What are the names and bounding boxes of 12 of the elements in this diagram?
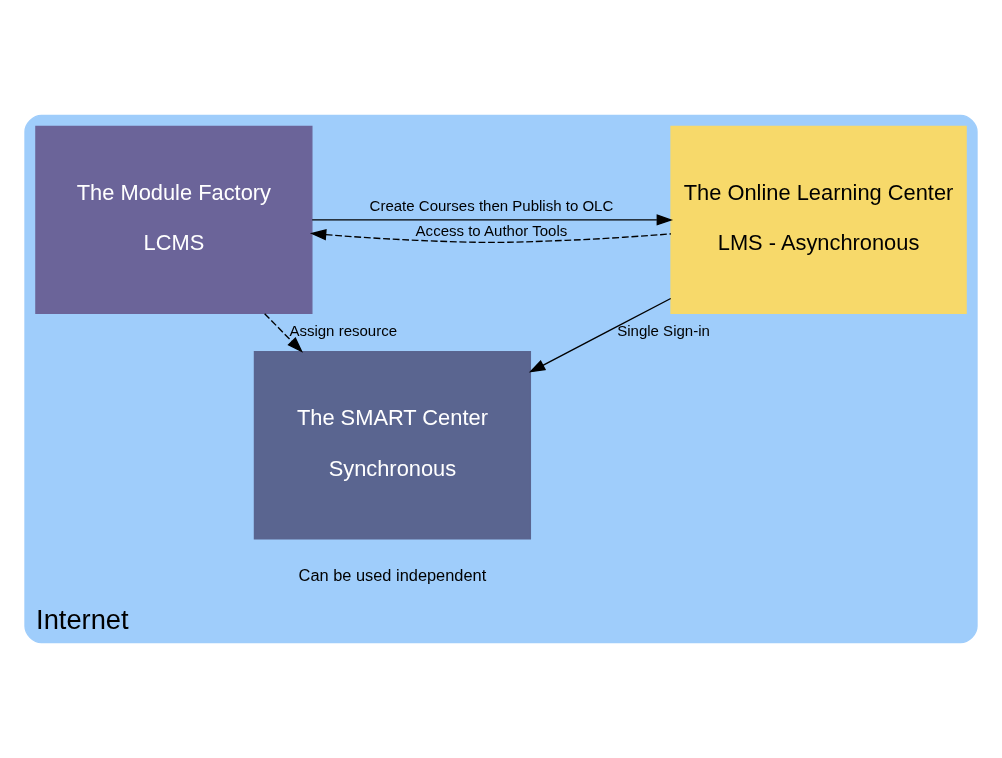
arrow <box>528 297 672 373</box>
node-box: The Online Learning Center LMS - Asynchronous <box>670 125 967 315</box>
edge-label: Single Sign-in <box>617 322 710 340</box>
edge-label: Access to Author Tools <box>415 222 568 239</box>
node-box: The SMART Center Synchronous <box>253 351 532 540</box>
node-label: Can be used independent <box>298 565 487 584</box>
arrow <box>311 214 674 226</box>
arrow <box>309 228 672 244</box>
node-box: The Module Factory LCMS <box>35 125 313 315</box>
edge-label: Assign resource <box>289 322 398 340</box>
edge-label: Create Courses then Publish to OLC <box>369 197 614 215</box>
arrow <box>263 313 303 353</box>
